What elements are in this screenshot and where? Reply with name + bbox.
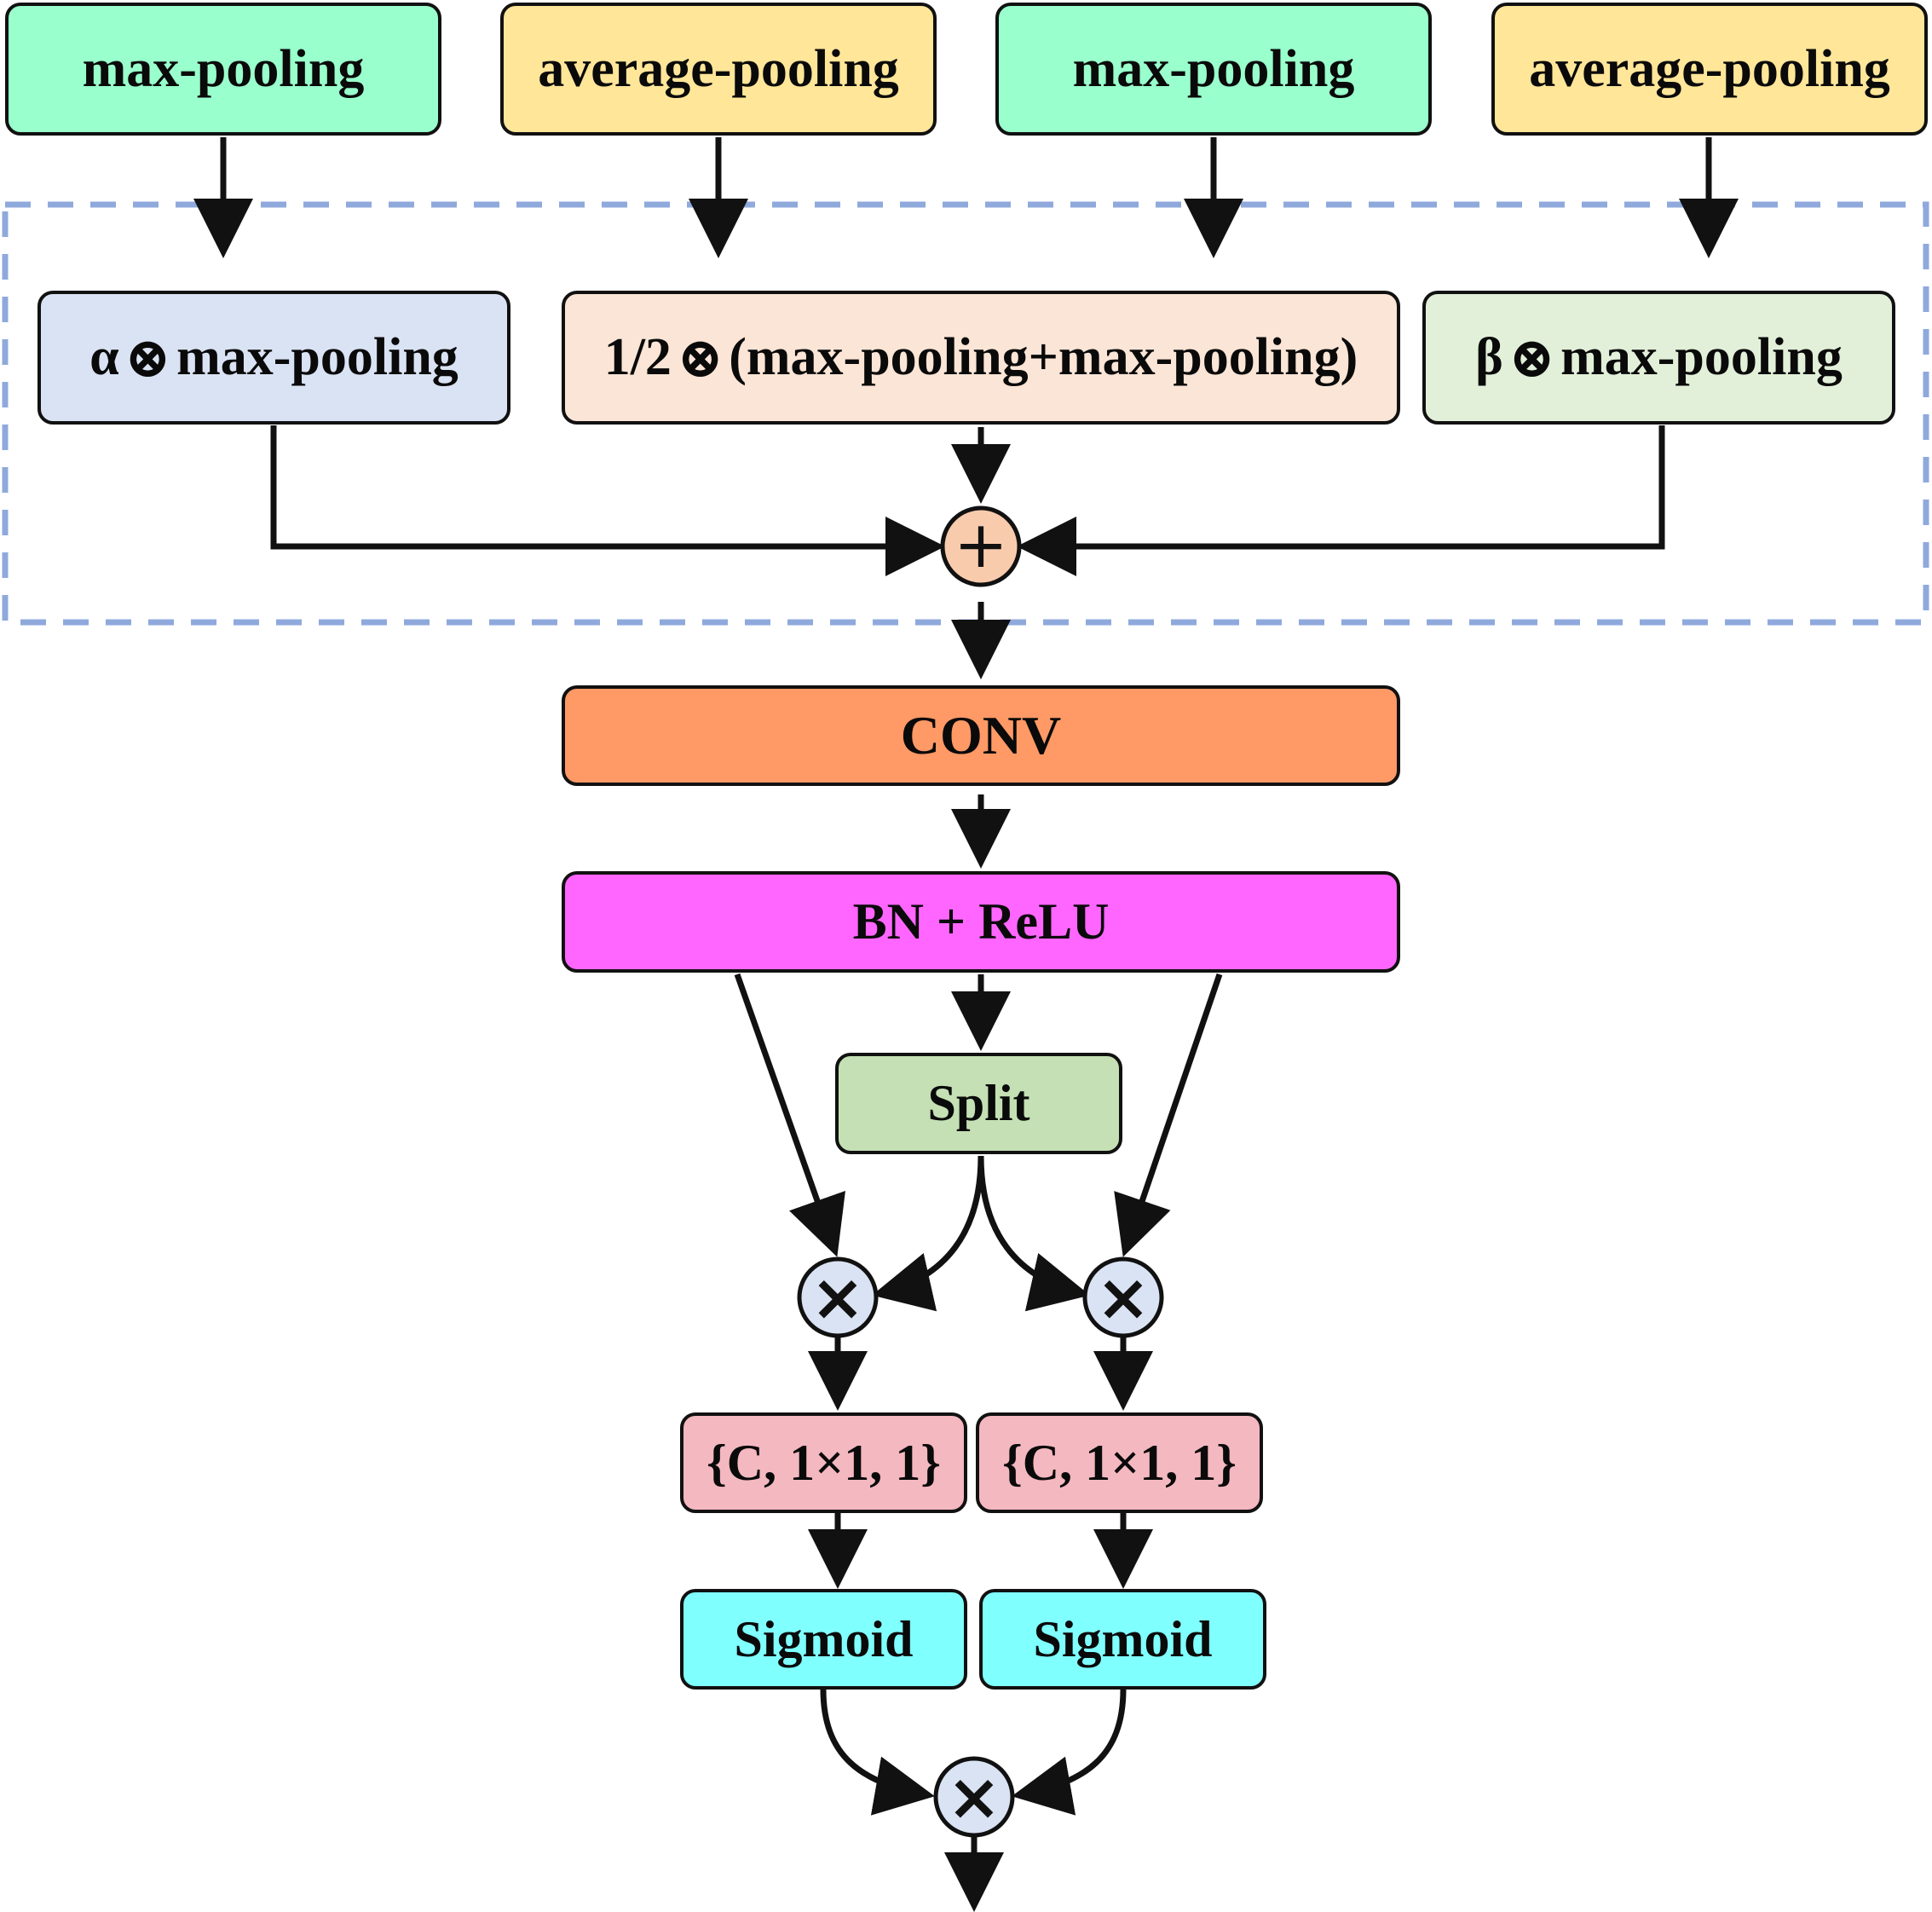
tensor-product-symbol: ⊗ <box>1508 327 1556 390</box>
arrow-split-to-mult-right <box>978 1155 1090 1312</box>
beta-text: max-pooling <box>1560 328 1843 386</box>
branch-right-sigmoid: Sigmoid <box>979 1589 1266 1690</box>
bn-relu-label: BN + ReLU <box>852 893 1110 950</box>
multiply-symbol: × <box>810 1259 865 1335</box>
tensor-product-symbol: ⊗ <box>676 327 724 390</box>
beta-weighted-box: β ⊗ max-pooling <box>1422 291 1895 425</box>
arrow-bn-to-mult-right <box>1114 973 1223 1257</box>
multiply-symbol: × <box>947 1759 1001 1834</box>
alpha-text: max-pooling <box>176 328 458 386</box>
tensor-product-symbol: ⊗ <box>124 327 172 390</box>
split-label: Split <box>927 1075 1030 1131</box>
sum-node: + <box>940 505 1022 587</box>
input-max-pooling-1: max-pooling <box>5 3 441 136</box>
input-max-pooling-2: max-pooling <box>995 3 1432 136</box>
alpha-weighted-box: α ⊗ max-pooling <box>37 291 510 425</box>
conv-block: CONV <box>562 685 1400 786</box>
arrow-split-to-mult-left <box>872 1155 984 1312</box>
arrow-sigmoid-right-to-final <box>1012 1689 1127 1816</box>
input-average-pooling-2: average-pooling <box>1491 3 1928 136</box>
multiply-node-right: × <box>1082 1256 1164 1338</box>
branch-right-conv: {C, 1×1, 1} <box>976 1412 1263 1513</box>
input-label: average-pooling <box>1529 39 1890 98</box>
branch-left-conv: {C, 1×1, 1} <box>680 1412 967 1513</box>
branch-sigmoid-label: Sigmoid <box>1033 1610 1213 1667</box>
alpha-coef: α <box>89 328 119 386</box>
input-label: max-pooling <box>1072 39 1355 98</box>
input-label: max-pooling <box>82 39 365 98</box>
arrow-alpha-to-sum <box>270 425 945 576</box>
branch-conv-label: {C, 1×1, 1} <box>706 1434 941 1491</box>
multiply-node-left: × <box>797 1256 879 1338</box>
multiply-node-final: × <box>933 1756 1015 1838</box>
arrow-sigmoid-left-to-final <box>820 1689 935 1816</box>
half-coef: 1/2 <box>603 328 672 386</box>
branch-conv-label: {C, 1×1, 1} <box>1002 1434 1237 1491</box>
arrow-beta-to-sum <box>1017 425 1665 576</box>
conv-label: CONV <box>900 705 1062 765</box>
sum-symbol: + <box>954 506 1008 582</box>
input-average-pooling-1: average-pooling <box>500 3 937 136</box>
bn-relu-block: BN + ReLU <box>562 871 1400 973</box>
split-block: Split <box>835 1053 1122 1154</box>
multiply-symbol: × <box>1096 1259 1151 1335</box>
beta-coef: β <box>1475 328 1503 386</box>
input-label: average-pooling <box>538 39 899 98</box>
branch-sigmoid-label: Sigmoid <box>734 1610 914 1667</box>
half-sum-box: 1/2 ⊗ (max-pooling+max-pooling) <box>562 291 1400 425</box>
half-text: (max-pooling+max-pooling) <box>729 328 1358 386</box>
branch-left-sigmoid: Sigmoid <box>680 1589 967 1690</box>
arrow-bn-to-mult-left <box>734 973 845 1257</box>
